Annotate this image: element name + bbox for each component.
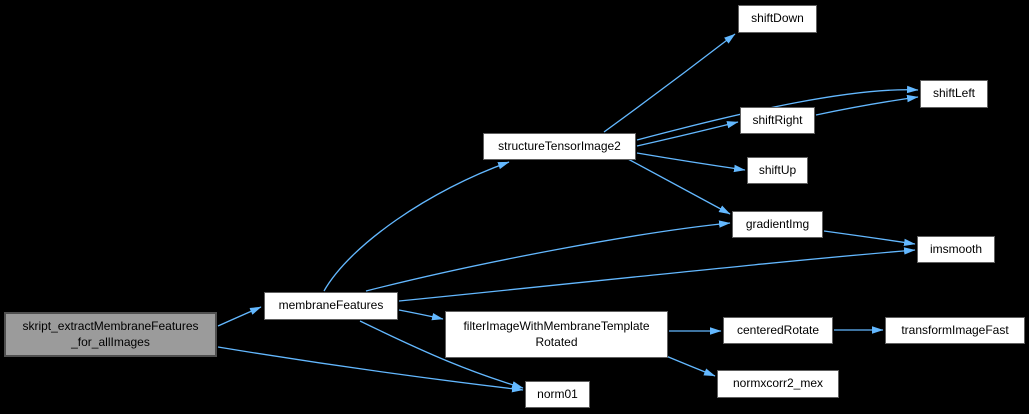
edge-structureTensorImage2-to-shiftRight [636, 121, 739, 147]
edge-membraneFeatures-to-gradientImg [365, 220, 731, 292]
node-shiftLeft[interactable]: shiftLeft [920, 80, 988, 108]
edge-membraneFeatures-to-imsmooth [398, 247, 916, 302]
node-shiftRight[interactable]: shiftRight [740, 107, 815, 134]
edge-membraneFeatures-to-structureTensorImage2 [323, 161, 510, 292]
node-gradientImg[interactable]: gradientImg [732, 211, 823, 238]
node-norm01[interactable]: norm01 [525, 381, 590, 408]
edge-structureTensorImage2-to-gradientImg [627, 158, 731, 215]
edge-skript_extractMembraneFeatures_for_allImages-to-norm01 [217, 346, 524, 393]
edge-gradientImg-to-imsmooth [823, 230, 916, 247]
node-skript_extractMembraneFeatures_for_allImages[interactable]: skript_extractMembraneFeatures _for_allI… [4, 312, 217, 357]
node-imsmooth[interactable]: imsmooth [917, 236, 995, 263]
node-centeredRotate[interactable]: centeredRotate [723, 317, 833, 344]
edge-shiftRight-to-shiftLeft [815, 94, 919, 116]
edge-filterImageWithMembraneTemplateRotated-to-normxcorr2_mex [665, 355, 716, 377]
node-shiftUp[interactable]: shiftUp [747, 157, 808, 184]
edge-structureTensorImage2-to-shiftLeft [636, 85, 919, 141]
node-membraneFeatures[interactable]: membraneFeatures [264, 292, 398, 320]
node-structureTensorImage2[interactable]: structureTensorImage2 [483, 133, 636, 160]
node-normxcorr2_mex[interactable]: normxcorr2_mex [717, 370, 839, 398]
edge-membraneFeatures-to-norm01 [359, 320, 524, 389]
node-transformImageFast[interactable]: transformImageFast [885, 317, 1025, 344]
edges-group [217, 33, 919, 393]
node-filterImageWithMembraneTemplateRotated[interactable]: filterImageWithMembraneTemplate Rotated [445, 311, 668, 358]
edge-structureTensorImage2-to-shiftUp [636, 152, 746, 173]
edge-membraneFeatures-to-filterImageWithMembraneTemplateRotated [398, 309, 444, 321]
edge-skript_extractMembraneFeatures_for_allImages-to-membraneFeatures [217, 306, 262, 327]
edge-structureTensorImage2-to-shiftDown [603, 33, 736, 133]
node-shiftDown[interactable]: shiftDown [738, 5, 817, 33]
